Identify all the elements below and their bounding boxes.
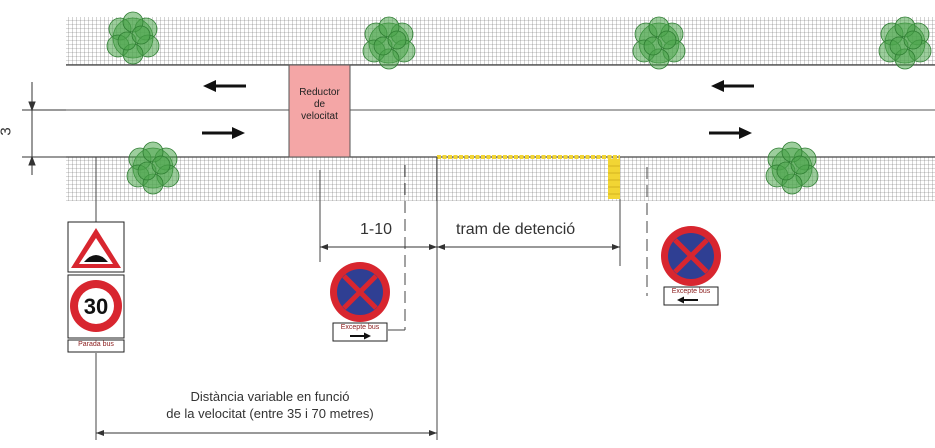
except-bus-plate [663,286,719,306]
variable-distance-label: Distància variable en funció de la veloc… [166,389,374,421]
bus-stop-plate-label: Parada bus [78,341,114,348]
no-stopping-sign [661,226,721,286]
tree-icon [765,141,819,195]
arrow-right-icon [709,127,752,139]
lane-width-label: 3 [0,127,15,135]
no-stopping-sign [330,262,390,322]
arrow-left-icon [677,296,698,304]
variable-distance-dimension-line [96,430,437,436]
stop-section-label: tram de detenció [456,221,576,238]
tree-icon [632,16,686,70]
speed-bump-label: Reductor de velocitat [299,87,340,122]
except-bus-plate [332,322,388,342]
arrow-right-icon [202,127,245,139]
stop-section-dimension-line [437,244,620,250]
top-sidewalk [66,17,935,65]
arrow-left-icon [203,80,246,92]
speed-bump-warning-sign [67,221,125,273]
except-bus-label: Excepte bus [671,288,711,295]
speed-bump [288,64,351,158]
tree-icon [106,11,160,65]
tree-icon [362,16,416,70]
offset-label: 1-10 [360,221,393,238]
tree-icon [878,16,932,70]
arrow-left-icon [711,80,754,92]
speed-limit-sign [67,274,125,339]
bus-stop-marking [437,155,620,199]
bus-stop-plate [67,339,125,353]
offset-dimension-line [320,244,437,250]
except-bus-label: Excepte bus [340,324,380,331]
lane-width-dimension [22,82,66,175]
arrow-right-icon [350,332,371,340]
speed-limit-value: 30 [83,294,109,319]
tree-icon [126,141,180,195]
